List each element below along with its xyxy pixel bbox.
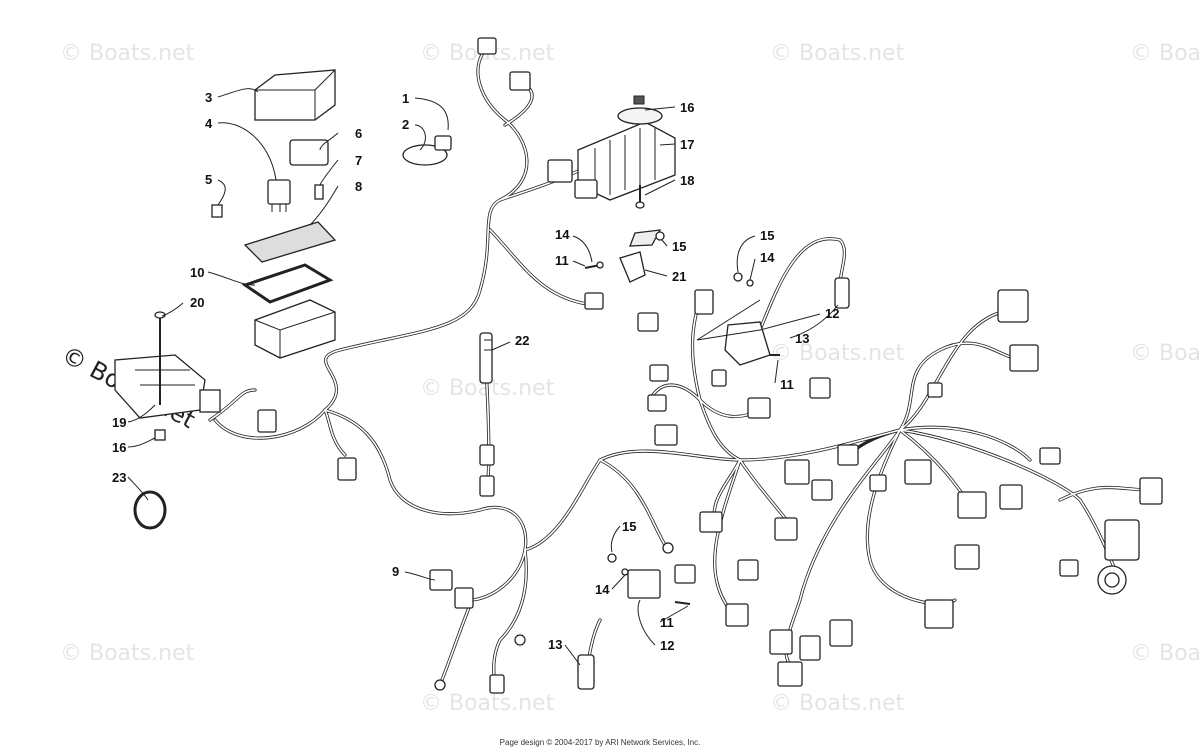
callout-19: 19 (112, 415, 126, 430)
callout-4: 4 (205, 116, 213, 131)
callout-14: 14 (760, 250, 775, 265)
fuse-small (211, 184, 324, 218)
leader-lines (127, 88, 839, 666)
callout-13: 13 (795, 331, 809, 346)
callout-7: 7 (355, 153, 362, 168)
callout-20: 20 (190, 295, 204, 310)
relay-small (267, 179, 291, 212)
callout-23: 23 (112, 470, 126, 485)
fuse-label-sheet (243, 221, 337, 263)
page-credit: Page design © 2004-2017 by ARI Network S… (499, 738, 701, 747)
watermark: © Boats.net (1130, 341, 1200, 366)
bolt-18 (635, 185, 645, 209)
watermark: © Boats.net (770, 341, 905, 366)
callout-11: 11 (555, 253, 569, 268)
callout-14: 14 (555, 227, 570, 242)
watermark: © Boats.net (60, 41, 195, 66)
callout-5: 5 (205, 172, 212, 187)
watermark: © Boats.net (1130, 41, 1200, 66)
callout-15: 15 (760, 228, 774, 243)
watermark: © Boats.net (1130, 641, 1200, 666)
voltage-regulator (547, 121, 676, 201)
washer-16 (617, 95, 663, 125)
callout-9: 9 (392, 564, 399, 579)
callout-2: 2 (402, 117, 409, 132)
callout-12: 12 (825, 306, 839, 321)
bracket-21 (584, 229, 665, 283)
callout-16: 16 (680, 100, 694, 115)
callout-labels: 1 2 3 4 5 6 7 8 9 10 11 11 11 12 12 13 1… (112, 90, 839, 653)
watermark: © Boats.net (770, 41, 905, 66)
callout-13: 13 (548, 637, 562, 652)
callout-11: 11 (780, 377, 794, 392)
callout-16: 16 (112, 440, 126, 455)
sensor-22 (479, 332, 493, 384)
junction-block (114, 354, 221, 419)
callout-21: 21 (672, 269, 686, 284)
callout-3: 3 (205, 90, 212, 105)
harness-connectors (257, 37, 1163, 694)
watermark: © Boats.net (60, 641, 195, 666)
callout-6: 6 (355, 126, 362, 141)
callout-18: 18 (680, 173, 694, 188)
nut-16-left (154, 429, 166, 441)
clamp-ring-23 (133, 490, 167, 530)
callout-12: 12 (660, 638, 674, 653)
callout-14: 14 (595, 582, 610, 597)
fuse-box-gasket (241, 263, 334, 304)
callout-22: 22 (515, 333, 529, 348)
callout-8: 8 (355, 179, 362, 194)
fuse-box-cover (254, 69, 336, 121)
relay-12-lower (577, 553, 691, 690)
callout-15: 15 (622, 519, 636, 534)
relay-large (289, 139, 329, 166)
callout-17: 17 (680, 137, 694, 152)
watermark: © Boats.net (770, 691, 905, 716)
callout-1: 1 (402, 91, 409, 106)
callout-15: 15 (672, 239, 686, 254)
callout-11: 11 (660, 615, 674, 630)
watermark: © Boats.net (420, 691, 555, 716)
fuse-box-base (254, 299, 336, 359)
harness-wires (208, 48, 1152, 692)
callout-10: 10 (190, 265, 204, 280)
relay-12-upper (724, 272, 850, 366)
